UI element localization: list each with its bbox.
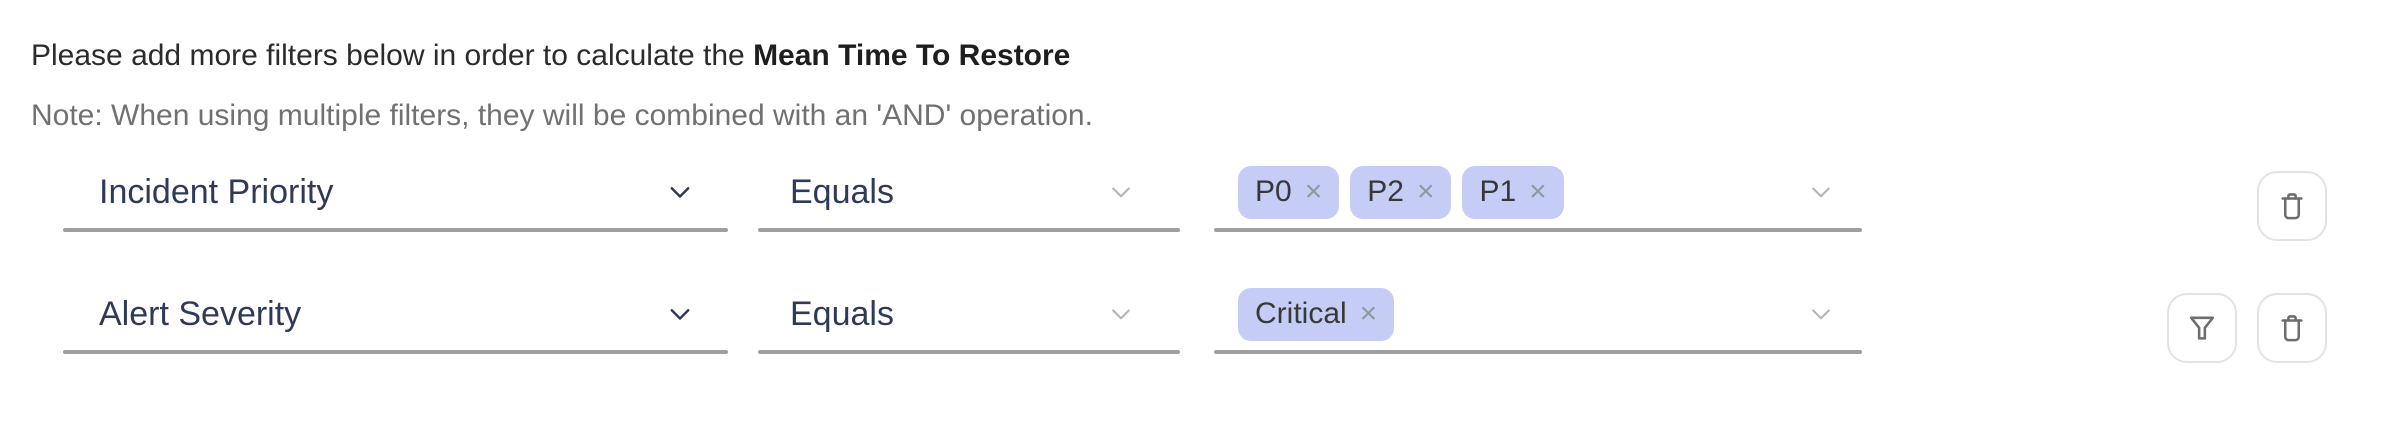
chevron-down-icon <box>1112 309 1130 320</box>
operator-select[interactable]: Equals <box>758 152 1180 232</box>
chevron-down-icon <box>670 309 690 320</box>
filter-row: Alert Severity Equals Critical × <box>63 274 2408 363</box>
value-chip[interactable]: Critical × <box>1238 287 1395 341</box>
selected-values: Critical × <box>1238 287 1395 341</box>
trash-icon <box>2281 315 2303 342</box>
selected-values: P0 × P2 × P1 × <box>1238 165 1564 219</box>
values-multiselect[interactable]: Critical × <box>1214 274 1862 354</box>
remove-value-icon[interactable]: × <box>1529 175 1547 208</box>
chevron-down-icon <box>1812 309 1830 320</box>
row-actions <box>2257 171 2327 241</box>
attribute-select[interactable]: Incident Priority <box>63 152 728 232</box>
metric-name: Mean Time To Restore <box>753 39 1071 72</box>
remove-value-icon[interactable]: × <box>1304 175 1323 208</box>
value-chip[interactable]: P0 × <box>1238 165 1340 219</box>
attribute-select-value: Incident Priority <box>99 172 334 211</box>
attribute-select[interactable]: Alert Severity <box>63 274 728 354</box>
chevron-down-icon <box>1812 187 1830 198</box>
attribute-select-value: Alert Severity <box>99 294 302 333</box>
filter-row: Incident Priority Equals P0 × P2 × P1 × <box>63 152 2408 241</box>
apply-filter-button[interactable] <box>2167 293 2237 363</box>
trash-icon <box>2281 193 2303 220</box>
values-multiselect[interactable]: P0 × P2 × P1 × <box>1214 152 1862 232</box>
row-actions <box>2167 293 2327 363</box>
delete-filter-button[interactable] <box>2257 171 2327 241</box>
value-chip-label: P0 <box>1255 175 1292 208</box>
operator-select-value: Equals <box>790 294 894 333</box>
value-chip-label: P2 <box>1367 175 1404 208</box>
intro-text: Please add more filters below in order t… <box>31 38 2408 74</box>
remove-value-icon[interactable]: × <box>1359 297 1378 330</box>
chevron-down-icon <box>1112 187 1130 198</box>
note-text: Note: When using multiple filters, they … <box>31 99 1093 132</box>
value-chip-label: P1 <box>1479 175 1517 208</box>
funnel-icon <box>2189 316 2215 340</box>
operator-select[interactable]: Equals <box>758 274 1180 354</box>
chevron-down-icon <box>670 187 690 198</box>
remove-value-icon[interactable]: × <box>1416 175 1435 208</box>
delete-filter-button[interactable] <box>2257 293 2327 363</box>
mttr-filter-panel: Please add more filters below in order t… <box>0 38 2408 442</box>
intro-prefix: Please add more filters below in order t… <box>31 39 754 72</box>
value-chip[interactable]: P1 × <box>1462 165 1564 219</box>
value-chip[interactable]: P2 × <box>1350 165 1452 219</box>
value-chip-label: Critical <box>1255 297 1347 330</box>
operator-select-value: Equals <box>790 172 894 211</box>
